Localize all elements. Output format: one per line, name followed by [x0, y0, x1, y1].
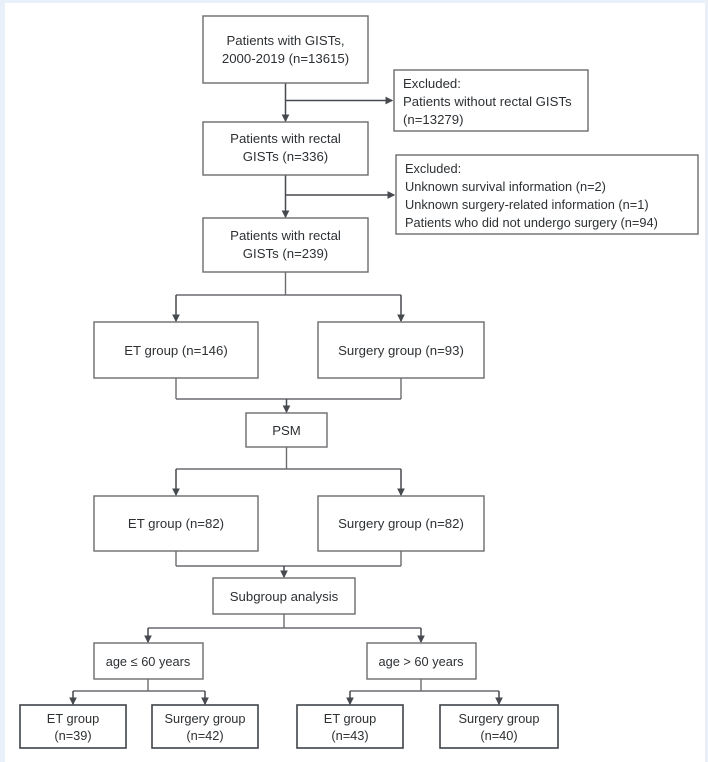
node-et-group-82-label: ET group (n=82): [128, 516, 224, 531]
page-edge-strip-left: [0, 0, 5, 762]
node-age-le-60-box: [93, 642, 204, 680]
node-cohort-rectal-336-line2: GISTs (n=336): [243, 149, 328, 164]
node-age-gt-60-label: age > 60 years: [378, 654, 463, 669]
node-et-group-82: ET group (n=82): [93, 495, 259, 552]
node-psm-box: [245, 412, 328, 448]
node-et-group-43-box: [296, 704, 404, 749]
node-surgery-group-42: Surgery group (n=42): [151, 704, 259, 749]
node-surgery-group-82-box: [317, 495, 485, 552]
node-excluded-1-line1: Excluded:: [403, 76, 461, 91]
node-excluded-2-line4: Patients who did not undergo surgery (n=…: [405, 215, 658, 230]
node-cohort-all-line2: 2000-2019 (n=13615): [222, 51, 349, 66]
node-subgroup-analysis-label: Subgroup analysis: [230, 589, 339, 604]
node-et-group-82-box: [93, 495, 259, 552]
page-edge-strip-right: [705, 0, 708, 762]
page-edge-strip-top: [0, 0, 708, 3]
node-cohort-rectal-336-line1: Patients with rectal: [230, 131, 341, 146]
node-age-gt-60: age > 60 years: [366, 642, 477, 680]
node-cohort-rectal-239-line2: GISTs (n=239): [243, 246, 328, 261]
node-excluded-2-line3: Unknown surgery-related information (n=1…: [405, 197, 649, 212]
node-et-group-146-box: [93, 321, 259, 379]
node-cohort-rectal-239-box: [202, 217, 369, 273]
node-age-le-60-label: age ≤ 60 years: [106, 654, 191, 669]
node-psm: PSM: [245, 412, 328, 448]
node-surgery-group-93-label: Surgery group (n=93): [338, 343, 464, 358]
node-surgery-group-40-line1: Surgery group: [458, 711, 539, 726]
node-cohort-rectal-239: Patients with rectal GISTs (n=239): [202, 217, 369, 273]
node-et-group-43-line2: (n=43): [331, 728, 368, 743]
node-surgery-group-93: Surgery group (n=93): [317, 321, 485, 379]
node-et-group-39-box: [19, 704, 127, 749]
node-cohort-all-line1: Patients with GISTs,: [227, 33, 345, 48]
node-excluded-1-line2: Patients without rectal GISTs: [403, 94, 572, 109]
node-age-le-60: age ≤ 60 years: [93, 642, 204, 680]
node-et-group-39: ET group (n=39): [19, 704, 127, 749]
node-et-group-43-line1: ET group: [324, 711, 376, 726]
node-excluded-1: Excluded: Patients without rectal GISTs …: [393, 69, 589, 132]
node-et-group-146: ET group (n=146): [93, 321, 259, 379]
node-excluded-2-line1: Excluded:: [405, 161, 461, 176]
node-et-group-39-line2: (n=39): [54, 728, 91, 743]
node-surgery-group-82: Surgery group (n=82): [317, 495, 485, 552]
node-age-gt-60-box: [366, 642, 477, 680]
node-surgery-group-82-label: Surgery group (n=82): [338, 516, 464, 531]
node-surgery-group-40-box: [439, 704, 559, 749]
node-excluded-2-box: [395, 154, 699, 235]
node-excluded-2: Excluded: Unknown survival information (…: [395, 154, 699, 235]
node-et-group-43: ET group (n=43): [296, 704, 404, 749]
node-cohort-rectal-336-box: [202, 121, 369, 176]
node-et-group-39-line1: ET group: [47, 711, 99, 726]
node-excluded-1-box: [393, 69, 589, 132]
node-cohort-all: Patients with GISTs, 2000-2019 (n=13615): [202, 15, 369, 84]
node-surgery-group-93-box: [317, 321, 485, 379]
node-surgery-group-42-box: [151, 704, 259, 749]
node-subgroup-analysis: Subgroup analysis: [212, 577, 356, 615]
node-et-group-146-label: ET group (n=146): [124, 343, 228, 358]
node-excluded-1-line3: (n=13279): [403, 112, 464, 127]
node-cohort-rectal-336: Patients with rectal GISTs (n=336): [202, 121, 369, 176]
node-surgery-group-42-line2: (n=42): [186, 728, 223, 743]
node-surgery-group-42-line1: Surgery group: [164, 711, 245, 726]
node-subgroup-analysis-box: [212, 577, 356, 615]
node-psm-label: PSM: [272, 423, 301, 438]
node-surgery-group-40-line2: (n=40): [480, 728, 517, 743]
node-cohort-rectal-239-line1: Patients with rectal: [230, 228, 341, 243]
node-surgery-group-40: Surgery group (n=40): [439, 704, 559, 749]
node-cohort-all-box: [202, 15, 369, 84]
node-excluded-2-line2: Unknown survival information (n=2): [405, 179, 606, 194]
